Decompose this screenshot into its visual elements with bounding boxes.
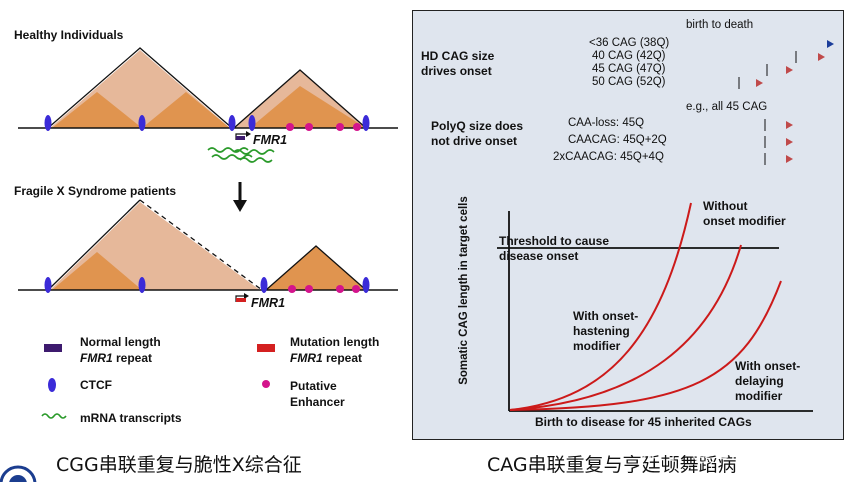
polyq-row-label: 2xCAACAG: 45Q+4Q <box>553 151 664 163</box>
fragile-x-title: Fragile X Syndrome patients <box>14 184 177 198</box>
hd-timeline-bars <box>686 40 834 89</box>
gene-label-healthy: FMR1 <box>253 133 288 147</box>
logo-seal-icon <box>0 465 37 482</box>
curve-without-modifier <box>509 244 742 411</box>
arrow-down-icon <box>233 182 247 212</box>
mrna-wave-icon <box>41 413 67 419</box>
healthy-title: Healthy Individuals <box>14 28 124 42</box>
mutation-repeat-icon <box>236 298 246 302</box>
curve-delaying <box>509 280 782 411</box>
polyq-header: e.g., all 45 CAG <box>686 101 768 113</box>
legend-ctcf: CTCF <box>80 378 112 392</box>
sub-loop-left <box>52 92 142 128</box>
mrna-wave-icon <box>207 147 275 163</box>
gene-label-fx: FMR1 <box>251 296 286 310</box>
fragile-x-chromatin-diagram <box>18 199 398 302</box>
right-caption: CAG串联重复与亨廷顿舞蹈病 <box>487 454 737 476</box>
sub-loop-fx <box>52 252 142 290</box>
purple-bar-icon <box>44 344 62 352</box>
ctcf-icon <box>44 277 370 293</box>
hd-row-label: 40 CAG (42Q) <box>592 50 666 62</box>
somatic-expansion-graph <box>497 202 813 412</box>
legend-mutation-length: Mutation length FMR1 repeat <box>290 335 380 365</box>
legend-enhancer: Putative Enhancer <box>290 379 345 409</box>
enhancer-dot-icon <box>286 123 361 131</box>
onset-timelines <box>686 40 834 165</box>
hd-row-label: 45 CAG (47Q) <box>592 63 666 75</box>
x-axis-label: Birth to disease for 45 inherited CAGs <box>535 415 752 429</box>
polyq-row-label: CAA-loss: 45Q <box>568 117 645 129</box>
left-caption: CGG串联重复与脆性X综合征 <box>56 454 302 476</box>
legend-normal-length: Normal length FMR1 repeat <box>80 335 161 365</box>
enhancer-dot-icon <box>288 285 360 293</box>
ctcf-icon <box>44 115 370 131</box>
enhancer-dot-icon <box>262 380 270 388</box>
red-bar-icon <box>257 344 275 352</box>
sub-loop-right <box>142 92 230 128</box>
curve-hastening <box>509 202 692 411</box>
normal-repeat-icon <box>236 136 245 140</box>
right-sub-loop <box>250 86 366 128</box>
hd-row-label: <36 CAG (38Q) <box>589 37 670 49</box>
polyq-row-label: CAACAG: 45Q+2Q <box>568 134 667 146</box>
birth-to-death-header: birth to death <box>686 19 754 31</box>
right-loop-fx <box>266 246 366 290</box>
legend-mrna: mRNA transcripts <box>80 411 182 425</box>
y-axis-label: Somatic CAG length in target cells <box>457 196 470 385</box>
healthy-chromatin-diagram <box>18 47 398 163</box>
hd-row-label: 50 CAG (52Q) <box>592 76 666 88</box>
ctcf-icon <box>48 378 56 392</box>
polyq-timeline-bars <box>686 119 793 165</box>
watermark: 知乎 @Grammie <box>640 440 816 465</box>
expansion-curves <box>509 202 782 411</box>
